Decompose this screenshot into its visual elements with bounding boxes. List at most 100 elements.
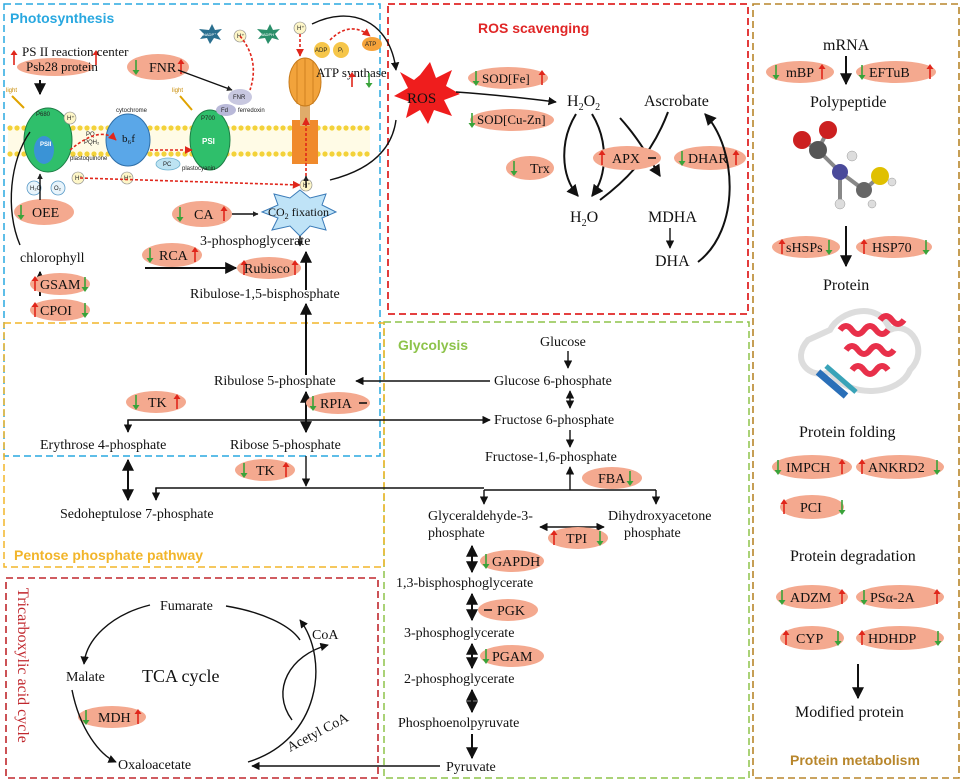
lipid-head bbox=[245, 125, 251, 131]
sod-cuzn-enzyme bbox=[470, 109, 554, 131]
eftub-enzyme bbox=[856, 61, 936, 83]
apx-label: APX bbox=[612, 152, 640, 167]
ascorbate-label: Ascrobate bbox=[644, 93, 709, 110]
lipid-head bbox=[350, 151, 356, 157]
lipid-head bbox=[161, 125, 167, 131]
atp-label: ATP bbox=[365, 42, 376, 48]
lipid-head bbox=[84, 125, 90, 131]
rpia-enzyme bbox=[306, 392, 370, 414]
ferredoxin-label: ferredoxin bbox=[238, 108, 265, 114]
gsam-enzyme bbox=[30, 273, 90, 295]
lipid-head bbox=[98, 151, 104, 157]
gap-label-line2: phosphate bbox=[428, 526, 485, 541]
fnr-label: FNR bbox=[149, 61, 177, 76]
lipid-head bbox=[287, 151, 293, 157]
h2o-label: H₂O bbox=[30, 186, 42, 192]
mbp-label: mBP bbox=[786, 66, 814, 81]
glucose-label: Glucose bbox=[540, 335, 586, 350]
lipid-head bbox=[7, 151, 13, 157]
ferredoxin-shape bbox=[216, 104, 236, 116]
eftub-label: EFTuB bbox=[869, 66, 910, 81]
shsps-enzyme bbox=[772, 236, 840, 258]
lipid-head bbox=[168, 125, 174, 131]
pgam-enzyme bbox=[480, 645, 544, 667]
lipid-head bbox=[329, 125, 335, 131]
pqh2-label: PQH₂ bbox=[84, 140, 100, 146]
pentose-box bbox=[3, 322, 385, 568]
lipid-head bbox=[77, 125, 83, 131]
psa2a-enzyme bbox=[856, 585, 944, 609]
adp-icon bbox=[314, 42, 330, 58]
lipid-head bbox=[91, 151, 97, 157]
lipid-head bbox=[280, 125, 286, 131]
pga2-label: 2-phosphoglycerate bbox=[404, 672, 514, 687]
lipid-head bbox=[252, 151, 258, 157]
oxaloacetate-label: Oxaloacetate bbox=[118, 758, 191, 773]
oee-label: OEE bbox=[32, 206, 59, 221]
rca-label: RCA bbox=[159, 249, 189, 264]
protein-label: Protein bbox=[823, 277, 869, 294]
e4p-label: Erythrose 4-phosphate bbox=[40, 438, 166, 453]
ros-title: ROS scavenging bbox=[478, 20, 589, 36]
hdhdp-enzyme bbox=[856, 626, 944, 650]
mrna-label: mRNA bbox=[823, 37, 870, 54]
tca-cycle-label: TCA cycle bbox=[142, 666, 219, 686]
hplus-label-6: H⁺ bbox=[75, 175, 83, 182]
dhar-label: DHAR bbox=[688, 152, 728, 167]
light-label-1: light bbox=[6, 88, 17, 94]
fumarate-label: Fumarate bbox=[160, 599, 213, 614]
lipid-head bbox=[182, 125, 188, 131]
hsp70-label: HSP70 bbox=[872, 241, 912, 256]
lipid-head bbox=[343, 151, 349, 157]
lipid-head bbox=[21, 151, 27, 157]
pyruvate-label: Pyruvate bbox=[446, 760, 496, 775]
hplus-label-3: H⁺ bbox=[297, 25, 305, 32]
lipid-head bbox=[231, 125, 237, 131]
plastoquinone-label: plastoquinone bbox=[70, 156, 108, 162]
protein-structure-icon bbox=[798, 308, 922, 399]
polypeptide-molecule-icon bbox=[793, 121, 897, 210]
protein-metabolism-box bbox=[752, 3, 960, 779]
lipid-head bbox=[7, 125, 13, 131]
p680-label: P680 bbox=[36, 112, 51, 118]
lipid-head bbox=[147, 151, 153, 157]
cyp-enzyme bbox=[780, 626, 844, 650]
r5p-label: Ribose 5-phosphate bbox=[230, 438, 341, 453]
thylakoid-membrane: NADP⁺ NADPH H⁺ H⁺ H⁺ H⁺ H⁺ H⁺ H₂O O₂ ADP… bbox=[6, 21, 382, 196]
ca-label: CA bbox=[194, 208, 214, 223]
adzm-label: ADZM bbox=[790, 591, 832, 606]
pga3-label: 3-phosphoglycerate bbox=[404, 626, 514, 641]
light-label-2: light bbox=[172, 88, 183, 94]
tpi-enzyme bbox=[548, 527, 608, 549]
ros-burst bbox=[394, 62, 460, 124]
lipid-head bbox=[91, 125, 97, 131]
hplus-label-4: H⁺ bbox=[124, 175, 132, 182]
psi-label: PSI bbox=[202, 137, 215, 146]
rubisco-label: Rubisco bbox=[244, 262, 290, 277]
acetyl-coa-label: Acetyl CoA bbox=[285, 710, 352, 755]
nadp-icon bbox=[199, 24, 222, 44]
tca-title: Tricarboxylic acid cycle bbox=[14, 588, 31, 743]
mdh-enzyme bbox=[78, 706, 146, 728]
ca-enzyme bbox=[172, 201, 232, 227]
psb28-enzyme bbox=[17, 58, 93, 76]
lipid-head bbox=[273, 151, 279, 157]
fd-label: Fd bbox=[221, 108, 228, 114]
pi-label: Pᵢ bbox=[338, 48, 343, 54]
glycolysis-box bbox=[383, 321, 750, 779]
lipid-head bbox=[350, 125, 356, 131]
pgk-label: PGK bbox=[497, 604, 525, 619]
ru5p-label: Ribulose 5-phosphate bbox=[214, 374, 336, 389]
fba-label: FBA bbox=[598, 472, 626, 487]
chlorophyll-label: chlorophyll bbox=[20, 251, 85, 266]
fnr-shape bbox=[228, 89, 252, 105]
protein-metabolism-title: Protein metabolism bbox=[790, 752, 920, 768]
pci-label: PCI bbox=[800, 501, 822, 516]
ps2-reaction-center-line1: PS II reaction center bbox=[22, 44, 129, 59]
lipid-head bbox=[259, 125, 265, 131]
cytochrome-b6f-complex bbox=[105, 113, 151, 167]
o2-label: O₂ bbox=[54, 186, 62, 192]
lipid-head bbox=[336, 125, 342, 131]
ros-box bbox=[387, 3, 749, 315]
